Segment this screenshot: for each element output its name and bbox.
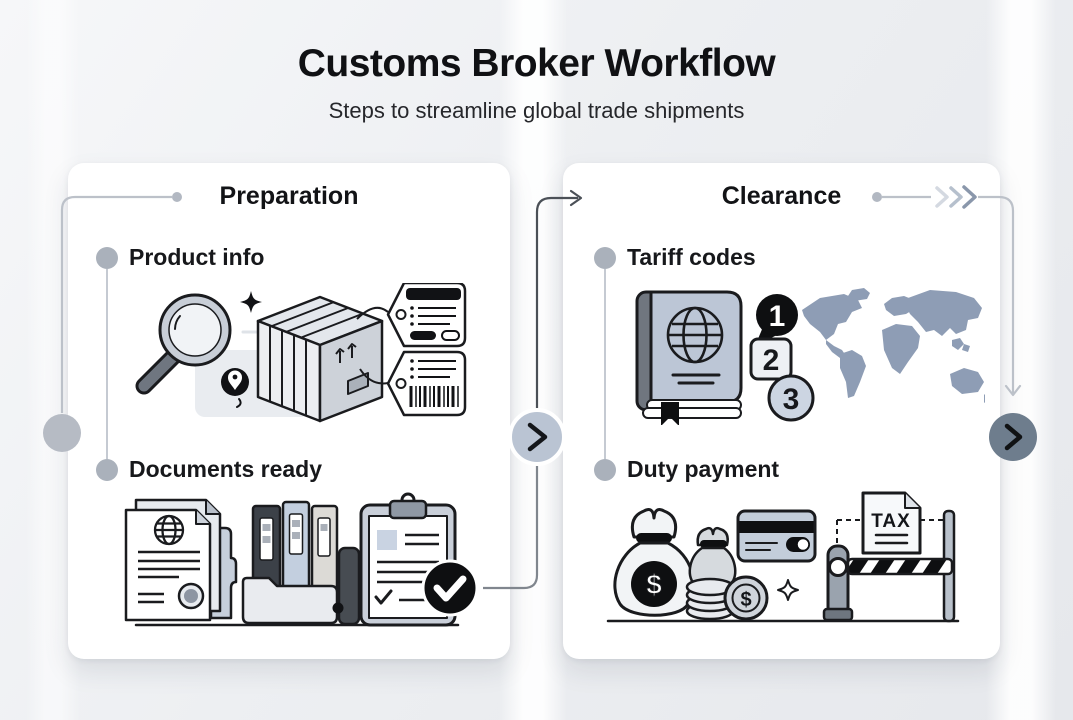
shipping-crate-icon [256, 295, 384, 423]
panel-clearance: Clearance Tariff codes Duty payment [563, 163, 1000, 659]
location-pin-icon [221, 368, 249, 408]
panel-title-preparation: Preparation [219, 182, 359, 210]
step-badge-1: 1 [769, 300, 786, 333]
timeline-bullet [594, 459, 616, 481]
toll-barrier-icon [822, 509, 956, 623]
tariff-codes-illustration: 1 2 3 [635, 288, 985, 425]
sparkle-icon [240, 291, 262, 313]
tax-label: TAX [871, 511, 911, 532]
item-label-duty-payment: Duty payment [627, 456, 780, 482]
product-info-illustration [135, 283, 467, 423]
timeline-bullet [96, 247, 118, 269]
barcode-tag-icon [386, 350, 467, 417]
check-badge-icon [421, 559, 479, 617]
step-badge-3: 3 [783, 383, 800, 416]
label-tag-icon [386, 283, 467, 348]
documents-ready-illustration [124, 492, 479, 627]
world-map-icon [802, 288, 985, 403]
step-badge-icons: 1 2 3 [749, 294, 815, 422]
panel-preparation: Preparation Product info Documents ready [68, 163, 510, 659]
page-subtitle: Steps to streamline global trade shipmen… [328, 98, 745, 123]
dollar-coin-icon: $ [723, 575, 769, 621]
coin-stack-icon [685, 577, 735, 621]
tariff-book-icon [635, 290, 743, 425]
credit-card-icon [736, 509, 817, 563]
sparkle-icon [777, 579, 799, 601]
dollar-sign: $ [646, 569, 662, 600]
tax-document-icon: TAX [836, 491, 944, 555]
item-label-documents-ready: Documents ready [129, 456, 323, 482]
money-bag-icon: $ [613, 508, 695, 617]
binder-folder-icon [241, 500, 361, 626]
dollar-sign: $ [740, 589, 751, 611]
panel-title-clearance: Clearance [721, 182, 842, 210]
duty-payment-illustration: $ $ [606, 491, 960, 623]
timeline-line [604, 269, 606, 459]
timeline-line [106, 269, 108, 459]
certificate-document-icon [124, 498, 238, 622]
timeline-bullet [594, 247, 616, 269]
timeline-bullet [96, 459, 118, 481]
item-label-product-info: Product info [129, 244, 265, 270]
page-title: Customs Broker Workflow [297, 42, 776, 85]
step-badge-2: 2 [763, 344, 780, 377]
item-label-tariff-codes: Tariff codes [627, 244, 756, 270]
